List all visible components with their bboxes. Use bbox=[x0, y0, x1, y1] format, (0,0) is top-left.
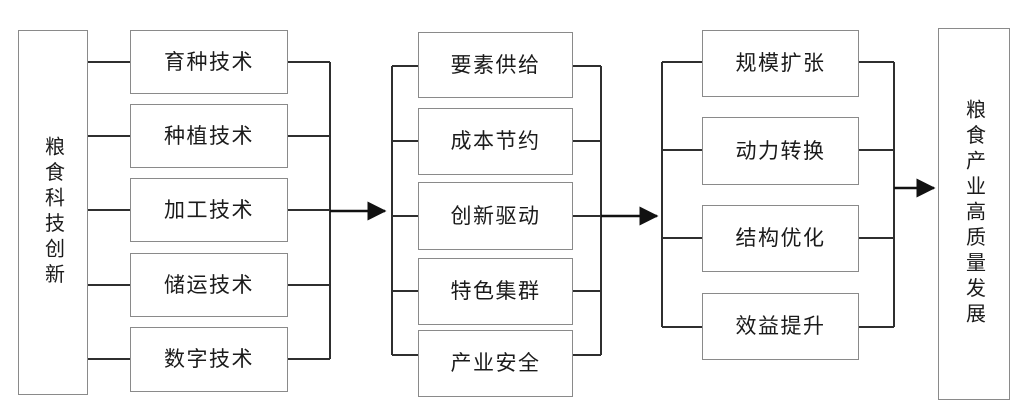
node-label: 规模扩张 bbox=[735, 51, 826, 76]
node-effect-industry-security[interactable]: 产业安全 bbox=[418, 330, 573, 397]
node-label: 结构优化 bbox=[735, 226, 826, 251]
node-label: 创新驱动 bbox=[450, 203, 541, 228]
node-tech-storage-transport[interactable]: 储运技术 bbox=[130, 253, 288, 317]
node-label: 种植技术 bbox=[164, 123, 254, 148]
node-tech-processing[interactable]: 加工技术 bbox=[130, 178, 288, 242]
node-label: 特色集群 bbox=[450, 279, 541, 304]
node-label: 要素供给 bbox=[450, 52, 541, 77]
node-tech-breeding[interactable]: 育种技术 bbox=[130, 30, 288, 94]
node-tech-planting[interactable]: 种植技术 bbox=[130, 104, 288, 168]
node-effect-cost-saving[interactable]: 成本节约 bbox=[418, 108, 573, 175]
node-label: 育种技术 bbox=[164, 49, 254, 74]
node-label: 粮食产业高质量发展 bbox=[962, 99, 987, 329]
node-label: 效益提升 bbox=[735, 314, 826, 339]
node-effect-factor-supply[interactable]: 要素供给 bbox=[418, 32, 573, 98]
node-label: 成本节约 bbox=[450, 129, 541, 154]
node-input-grain-sci-tech-innovation[interactable]: 粮食科技创新 bbox=[18, 30, 88, 395]
node-outcome-momentum-conversion[interactable]: 动力转换 bbox=[702, 117, 859, 185]
node-label: 动力转换 bbox=[735, 138, 826, 163]
node-goal-high-quality-development[interactable]: 粮食产业高质量发展 bbox=[938, 28, 1010, 400]
node-outcome-benefit-improvement[interactable]: 效益提升 bbox=[702, 293, 859, 360]
node-label: 产业安全 bbox=[450, 351, 541, 376]
node-label: 加工技术 bbox=[164, 197, 254, 222]
node-effect-specialty-cluster[interactable]: 特色集群 bbox=[418, 258, 573, 325]
node-outcome-scale-expansion[interactable]: 规模扩张 bbox=[702, 30, 859, 97]
node-label: 粮食科技创新 bbox=[41, 136, 66, 289]
node-effect-innovation-driven[interactable]: 创新驱动 bbox=[418, 182, 573, 250]
node-outcome-structure-optimization[interactable]: 结构优化 bbox=[702, 205, 859, 272]
node-label: 数字技术 bbox=[164, 347, 254, 372]
node-tech-digital[interactable]: 数字技术 bbox=[130, 327, 288, 392]
node-label: 储运技术 bbox=[164, 272, 254, 297]
